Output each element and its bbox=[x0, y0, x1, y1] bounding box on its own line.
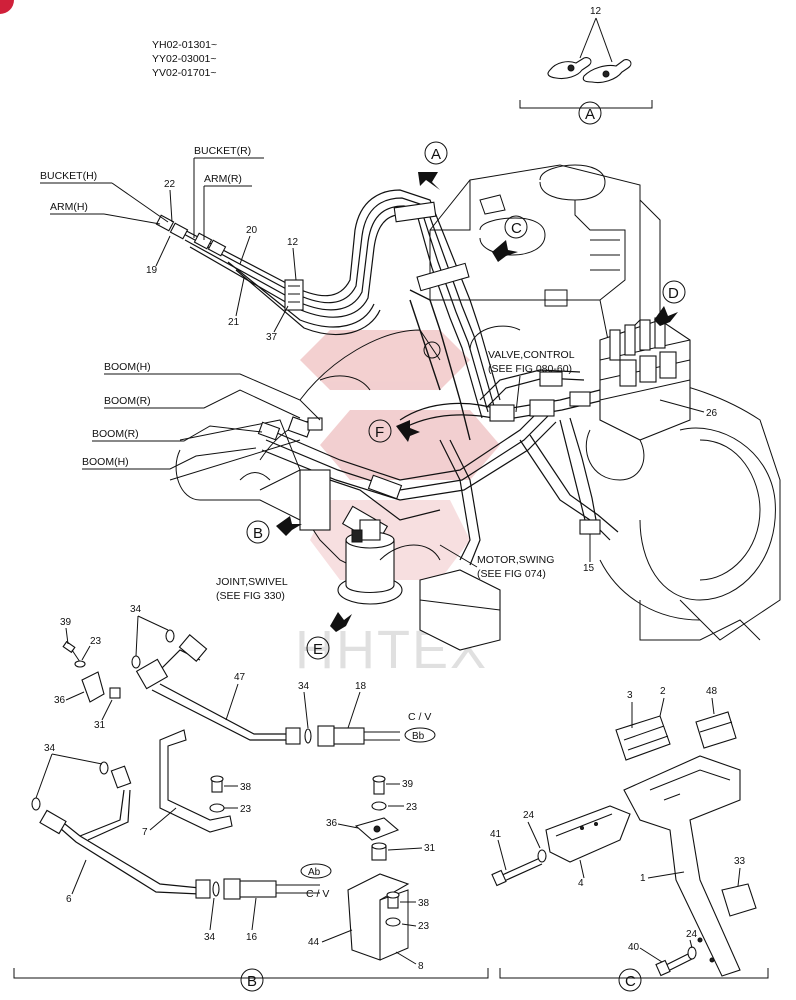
reference-label: (SEE FIG 080-60) bbox=[488, 363, 572, 375]
view-callout-d: D bbox=[654, 280, 686, 326]
part-number: 40 bbox=[628, 942, 640, 953]
part-number: 38 bbox=[418, 898, 430, 909]
port-label: Ab bbox=[308, 867, 321, 878]
part-number: 39 bbox=[402, 779, 414, 790]
hose-labels-boom: BOOM(H) BOOM(R) BOOM(R) BOOM(H) bbox=[82, 361, 321, 470]
part-number: 39 bbox=[60, 617, 72, 628]
part-number: 24 bbox=[523, 810, 535, 821]
hose-bundle-lower bbox=[261, 369, 619, 566]
view-callout-b: B bbox=[246, 516, 302, 544]
reference-label: JOINT,SWIVEL bbox=[216, 576, 288, 588]
part-number: 23 bbox=[406, 802, 418, 813]
reference-label: MOTOR,SWING bbox=[477, 554, 554, 566]
view-b-detail: 39 23 36 31 34 47 34 18 C / V Bb 7 bbox=[13, 604, 489, 992]
part-number: 23 bbox=[90, 636, 102, 647]
part-number: 31 bbox=[424, 843, 436, 854]
part-number: 23 bbox=[240, 804, 252, 815]
part-number: 47 bbox=[234, 672, 246, 683]
part-number: 4 bbox=[578, 878, 584, 889]
swivel-joint bbox=[337, 519, 403, 605]
part-number: 33 bbox=[734, 856, 746, 867]
part-number: 37 bbox=[266, 332, 278, 343]
serial-number: YH02-01301~ bbox=[152, 39, 217, 51]
engine-outline bbox=[429, 164, 781, 641]
part-number: 36 bbox=[54, 695, 66, 706]
hose-label: BOOM(H) bbox=[82, 456, 129, 468]
part-number: 34 bbox=[130, 604, 142, 615]
part-number: 3 bbox=[627, 690, 633, 701]
view-label-f: F bbox=[375, 424, 384, 441]
part-number: 7 bbox=[142, 827, 148, 838]
view-label-c: C bbox=[511, 220, 522, 237]
view-callout-e: E bbox=[306, 612, 352, 660]
part-number: 23 bbox=[418, 921, 430, 932]
part-number: 36 bbox=[326, 818, 338, 829]
part-number: 20 bbox=[246, 225, 258, 236]
reference-joint-swivel: JOINT,SWIVEL (SEE FIG 330) bbox=[216, 576, 288, 602]
view-label-c: C bbox=[625, 973, 636, 990]
part-number: 21 bbox=[228, 317, 240, 328]
port-label: Bb bbox=[412, 731, 425, 742]
part-number: 15 bbox=[583, 563, 595, 574]
view-label-a: A bbox=[585, 106, 595, 123]
hose-label: BOOM(R) bbox=[92, 428, 139, 440]
part-number: 48 bbox=[706, 686, 718, 697]
part-number: 22 bbox=[164, 179, 176, 190]
reference-label: (SEE FIG 074) bbox=[477, 568, 546, 580]
part-number: 12 bbox=[287, 237, 299, 248]
view-label-b: B bbox=[247, 973, 257, 990]
port-label: C / V bbox=[306, 888, 329, 900]
view-label-d: D bbox=[668, 285, 679, 302]
view-a-detail: 12 A bbox=[519, 6, 653, 125]
view-callout-f: F bbox=[368, 419, 420, 443]
hose-label: BOOM(H) bbox=[104, 361, 151, 373]
hose-label: ARM(H) bbox=[50, 201, 88, 213]
part-number: 34 bbox=[204, 932, 216, 943]
part-number: 38 bbox=[240, 782, 252, 793]
part-number: 34 bbox=[44, 743, 56, 754]
part-number: 34 bbox=[298, 681, 310, 692]
part-number: 19 bbox=[146, 265, 158, 276]
view-c-detail: 3 2 48 1 4 41 24 33 40 bbox=[490, 686, 769, 992]
part-number: 8 bbox=[418, 961, 424, 972]
reference-motor-swing: MOTOR,SWING (SEE FIG 074) bbox=[439, 544, 554, 580]
part-number: 16 bbox=[246, 932, 258, 943]
control-valve bbox=[585, 317, 691, 481]
part-number: 1 bbox=[640, 873, 646, 884]
serial-number: YV02-01701~ bbox=[152, 67, 217, 79]
part-number: 26 bbox=[706, 408, 718, 419]
serial-number: YY02-03001~ bbox=[152, 53, 217, 65]
reference-label: VALVE,CONTROL bbox=[488, 349, 575, 361]
part-number: 44 bbox=[308, 937, 320, 948]
reference-label: (SEE FIG 330) bbox=[216, 590, 285, 602]
view-callout-c: C bbox=[492, 215, 528, 262]
part-number: 6 bbox=[66, 894, 72, 905]
main-part-numbers: 26 15 bbox=[583, 399, 718, 574]
part-number: 18 bbox=[355, 681, 367, 692]
swing-motor bbox=[379, 544, 501, 651]
view-callout-a: A bbox=[418, 141, 448, 190]
part-number: 2 bbox=[660, 686, 666, 697]
part-number: 31 bbox=[94, 720, 106, 731]
port-label: C / V bbox=[408, 711, 431, 723]
corner-marker bbox=[0, 0, 14, 14]
part-number: 24 bbox=[686, 929, 698, 940]
hose-label: BUCKET(H) bbox=[40, 170, 97, 182]
part-number: 41 bbox=[490, 829, 502, 840]
view-label-b: B bbox=[253, 525, 263, 542]
reference-valve-control: VALVE,CONTROL (SEE FIG 080-60) bbox=[488, 349, 575, 413]
serial-number-block: YH02-01301~ YY02-03001~ YV02-01701~ bbox=[152, 39, 217, 79]
hose-labels-upper: BUCKET(H) ARM(H) BUCKET(R) ARM(R) 22 19 … bbox=[40, 145, 299, 343]
part-number: 12 bbox=[590, 6, 602, 17]
view-label-e: E bbox=[313, 641, 323, 658]
hose-label: ARM(R) bbox=[204, 173, 242, 185]
hose-label: BUCKET(R) bbox=[194, 145, 251, 157]
hose-label: BOOM(R) bbox=[104, 395, 151, 407]
view-label-a: A bbox=[431, 146, 441, 163]
